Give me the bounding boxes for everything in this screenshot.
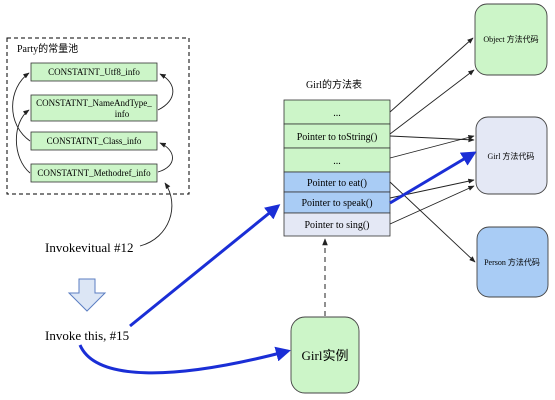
- object-code-box: [474, 3, 548, 76]
- cp-entry-class: [30, 131, 158, 151]
- cp-ref-arrow-methodref-to-nameandtype: [16, 109, 31, 174]
- cp-ref-arrow-nameandtype-to-utf8: [157, 73, 174, 111]
- person-code-label: Person 方法代码: [484, 257, 540, 267]
- mt-row-speak-label: Pointer to speak(): [301, 198, 372, 209]
- cp-ref-arrow-class-to-utf8: [12, 72, 31, 142]
- person-code-box: [476, 226, 549, 298]
- arrow-ellipsis-to-girl: [389, 134, 475, 159]
- girl-instance-label: Girl实例: [302, 348, 349, 363]
- mt-row-tostring: [283, 123, 391, 149]
- mt-row-sing: [283, 212, 391, 237]
- cp-entry-utf8: [30, 62, 158, 82]
- cp-entry-nameandtype: [30, 94, 158, 122]
- arrow-sing-to-girl: [389, 185, 475, 225]
- girl-instance-box: [290, 316, 360, 394]
- cp-entry-class-label: CONSTATNT_Class_info: [47, 136, 142, 146]
- girl-code-label: Girl 方法代码: [488, 151, 535, 161]
- mt-row-ellipsis-top-label: ...: [333, 108, 341, 119]
- object-code-label: Object 方法代码: [483, 34, 538, 44]
- mt-row-eat-label: Pointer to eat(): [307, 178, 367, 189]
- cp-entry-nameandtype-label-cont: info: [115, 109, 130, 119]
- method-table-title: Girl的方法表: [306, 78, 362, 91]
- blue-arrow-speak-to-girl-code: [389, 151, 477, 205]
- invoke-this-instruction: Invoke this, #15: [45, 328, 129, 343]
- mt-row-tostring-label: Pointer to toString(): [297, 132, 378, 143]
- invokevirtual-ref-arrow: [139, 182, 173, 247]
- blue-arrow-invoke-to-eat: [129, 204, 281, 328]
- cp-ref-arrow-methodref-to-class: [157, 142, 173, 173]
- cp-entry-methodref: [30, 163, 158, 183]
- down-arrow-icon: [67, 278, 107, 312]
- arrow-ellipsis-to-object: [389, 37, 474, 113]
- constant-pool-title: Party的常量池: [17, 42, 78, 55]
- mt-row-ellipsis-mid-label: ...: [333, 156, 341, 167]
- mt-row-ellipsis-mid: [283, 147, 391, 173]
- cp-entry-nameandtype-label: CONSTATNT_NameAndType_: [36, 98, 152, 108]
- mt-row-sing-label: Pointer to sing(): [305, 220, 370, 231]
- arrow-tostring-to-object: [389, 69, 475, 135]
- constant-pool-container: [6, 37, 190, 195]
- cp-entry-methodref-label: CONSTATNT_Methodref_info: [37, 168, 151, 178]
- cp-entry-utf8-label: CONSTATNT_Utf8_info: [48, 67, 140, 77]
- blue-arrow-this-to-instance: [78, 344, 291, 375]
- invokevirtual-instruction: Invokevitual #12: [45, 240, 133, 255]
